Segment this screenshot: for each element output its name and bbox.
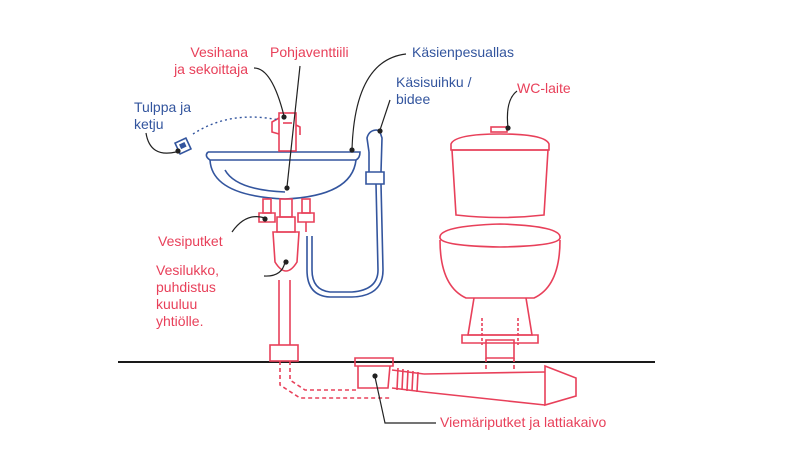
label-hand-shower-line2: bidee [396, 91, 431, 107]
label-plug-chain-line2: ketju [134, 116, 164, 132]
label-trap-line1: Vesilukko, [156, 262, 220, 278]
label-trap-line2: puhdistus [156, 279, 216, 295]
label-trap-line4: yhtiölle. [156, 313, 204, 329]
label-hand-shower: Käsisuihku / bidee [396, 74, 471, 108]
label-plug-chain-line1: Tulppa ja [134, 99, 192, 115]
hand-shower [306, 129, 385, 298]
label-washbasin: Käsienpesuallas [412, 44, 514, 60]
label-wc: WC-laite [517, 80, 571, 96]
label-faucet-line1: Vesihana [190, 44, 248, 60]
floor-drain [354, 357, 394, 389]
supply-pipes [258, 198, 315, 232]
label-faucet: Vesihana ja sekoittaja [160, 44, 248, 78]
drain-trap [269, 198, 300, 362]
label-plug-chain: Tulppa ja ketju [134, 99, 191, 133]
label-faucet-line2: ja sekoittaja [174, 61, 248, 77]
wc-toilet [439, 126, 561, 359]
leader-lines [145, 53, 518, 424]
label-trap-line3: kuuluu [156, 296, 198, 312]
label-sewer-pipes: Viemäriputket ja lattiakaivo [440, 414, 607, 430]
label-trap: Vesilukko, puhdistus kuuluu yhtiölle. [156, 262, 219, 330]
faucet [271, 112, 301, 152]
washbasin [205, 151, 361, 200]
label-bottom-valve: Pohjaventtiili [270, 44, 349, 60]
label-water-pipes: Vesiputket [158, 233, 223, 249]
label-hand-shower-line1: Käsisuihku / [396, 74, 472, 90]
sewer-pipes [279, 358, 577, 407]
